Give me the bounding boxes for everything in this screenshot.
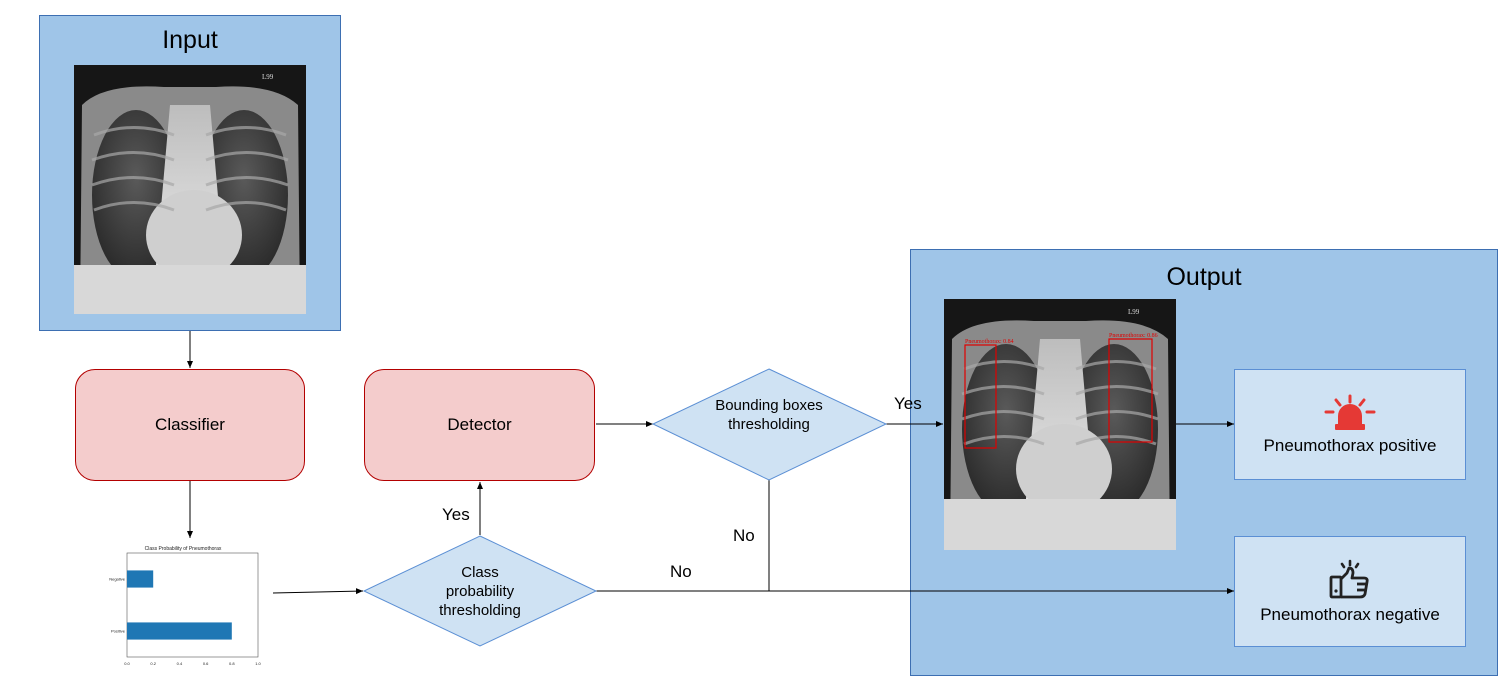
bbox-threshold-diamond: [651, 368, 888, 481]
edge-label-no-bbox: No: [733, 526, 755, 545]
bbox-right: [1108, 338, 1153, 443]
chart-bar-positive: [127, 622, 232, 640]
bbox-left-label: Pneumothorax: 0.84: [965, 339, 1014, 345]
bbox-threshold-label: Bounding boxes thresholding: [715, 397, 823, 433]
class-probability-chart: Class Probability of Pneumothorax Negati…: [109, 546, 261, 666]
chart-x-tick-label: 1.0: [255, 661, 261, 666]
pneumothorax-negative-box: Pneumothorax negative: [1234, 536, 1466, 647]
chart-title: Class Probability of Pneumothorax: [145, 546, 222, 552]
bbox-left: [964, 344, 997, 449]
bbox-right-label: Pneumothorax: 0.86: [1109, 333, 1158, 339]
chart-category-label: Negative: [109, 577, 126, 582]
chart-x-tick-label: 0.6: [203, 661, 209, 666]
input-panel: Input L99: [39, 15, 341, 331]
input-panel-title: Input: [162, 26, 218, 54]
edge-chart-class-threshold: [272, 588, 364, 595]
class-threshold-label: Class probability thresholding: [439, 564, 521, 619]
classifier-label: Classifier: [155, 415, 225, 434]
alarm-siren-icon: [1324, 394, 1376, 430]
edge-label-yes-detector: Yes: [442, 505, 470, 524]
chart-x-tick-label: 0.2: [150, 661, 156, 666]
edge-label-yes-bbox: Yes: [894, 394, 922, 413]
chart-x-tick-label: 0.4: [177, 661, 183, 666]
input-xray-image: L99: [74, 65, 306, 314]
chart-bar-negative: [127, 570, 154, 588]
chart-plot-frame: [126, 552, 259, 658]
output-panel-title: Output: [1166, 263, 1242, 291]
pneumothorax-positive-box: Pneumothorax positive: [1234, 369, 1466, 480]
negative-label: Pneumothorax negative: [1260, 604, 1440, 624]
chart-x-tick-label: 0.0: [124, 661, 130, 666]
thumbs-up-icon: [1329, 559, 1369, 598]
chart-category-label: Positive: [111, 629, 126, 634]
classifier-box: Classifier: [75, 369, 305, 481]
positive-label: Pneumothorax positive: [1263, 435, 1437, 455]
class-threshold-diamond: [362, 535, 598, 647]
chart-x-tick-label: 0.8: [229, 661, 235, 666]
output-image-tag: L99: [1128, 308, 1140, 316]
detector-label: Detector: [447, 415, 512, 434]
output-xray-image: L99 Pneumothorax: 0.84 Pneumothorax: 0.8…: [944, 299, 1176, 550]
edge-label-no-class: No: [670, 562, 692, 581]
input-image-tag: L99: [262, 73, 274, 81]
output-panel: Output L99: [910, 249, 1498, 676]
detector-box: Detector: [364, 369, 595, 481]
